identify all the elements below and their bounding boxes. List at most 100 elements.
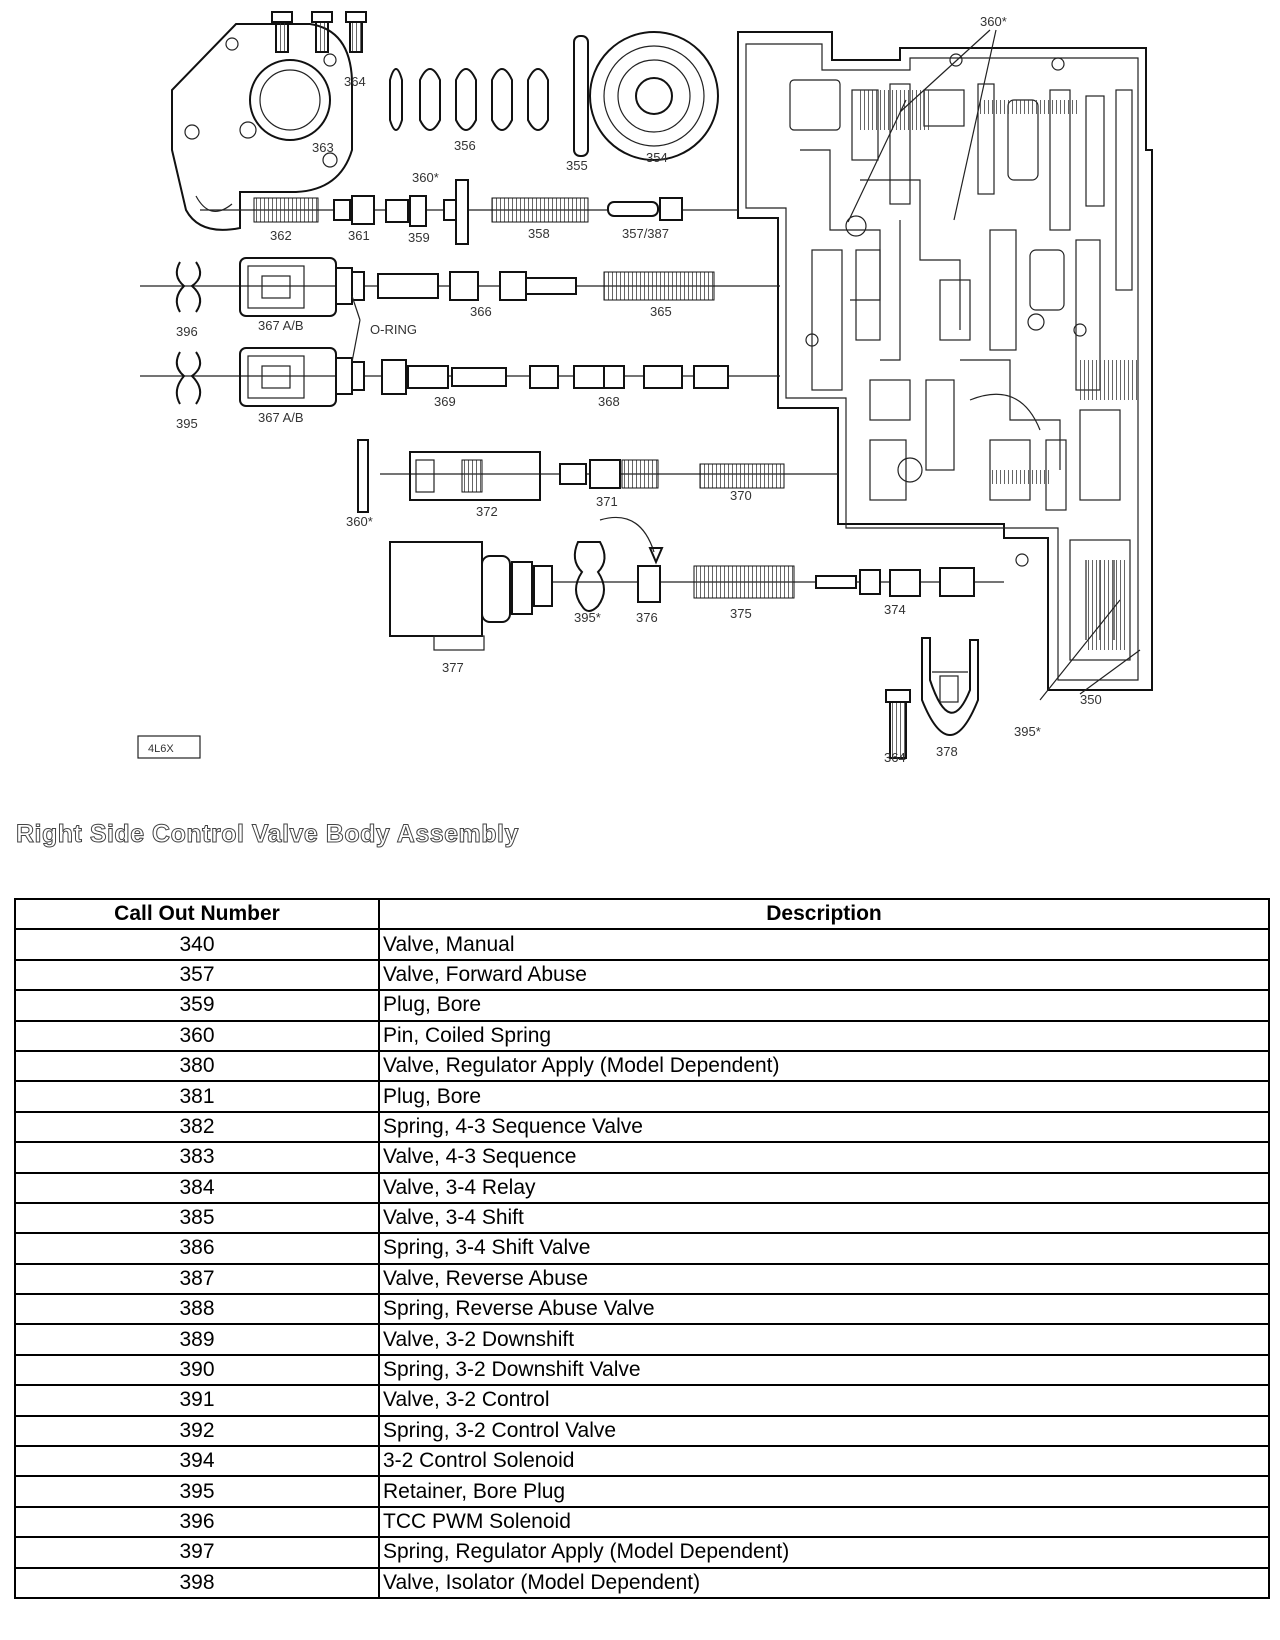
description-cell: Spring, 3-2 Control Valve — [378, 1414, 1270, 1448]
valve-row-2 — [140, 257, 780, 317]
svg-text:354: 354 — [646, 150, 668, 165]
svg-text:357/387: 357/387 — [622, 226, 669, 241]
callout-number-cell: 384 — [14, 1171, 380, 1204]
svg-text:374: 374 — [884, 602, 906, 617]
callout-number-cell: 390 — [14, 1353, 380, 1387]
svg-text:362: 362 — [270, 228, 292, 243]
callout-number-cell: 357 — [14, 958, 380, 992]
svg-text:358: 358 — [528, 226, 550, 241]
pin-355 — [573, 35, 589, 157]
svg-text:363: 363 — [312, 140, 334, 155]
description-cell: Plug, Bore — [378, 989, 1270, 1022]
svg-text:366: 366 — [470, 304, 492, 319]
bolts-364 — [271, 11, 367, 53]
svg-text:367 A/B: 367 A/B — [258, 410, 304, 425]
header-description: Description — [378, 897, 1270, 931]
svg-text:360*: 360* — [346, 514, 373, 529]
description-cell: Retainer, Bore Plug — [378, 1475, 1270, 1508]
svg-text:360*: 360* — [980, 14, 1007, 29]
description-cell: Valve, 3-4 Shift — [378, 1201, 1270, 1235]
valve-row-1 — [200, 179, 738, 245]
description-cell: Pin, Coiled Spring — [378, 1019, 1270, 1052]
svg-text:395*: 395* — [1014, 724, 1041, 739]
svg-text:367 A/B: 367 A/B — [258, 318, 304, 333]
svg-text:395*: 395* — [574, 610, 601, 625]
callout-number-cell: 398 — [14, 1566, 380, 1599]
description-cell: Valve, Forward Abuse — [378, 958, 1270, 992]
description-cell: Valve, Isolator (Model Dependent) — [378, 1566, 1270, 1599]
svg-text:395: 395 — [176, 416, 198, 431]
svg-text:364: 364 — [884, 750, 906, 765]
exploded-view-diagram: 360* 364 363 356 355 354 360* 362 361 35… — [0, 0, 1280, 790]
svg-text:370: 370 — [730, 488, 752, 503]
model-badge: 4L6X — [137, 735, 201, 759]
figure-caption: Right Side Control Valve Body Assembly — [16, 820, 519, 849]
bolt-364-bottom — [885, 689, 911, 759]
description-cell: Spring, 3-2 Downshift Valve — [378, 1353, 1270, 1387]
svg-text:350: 350 — [1080, 692, 1102, 707]
callout-number-cell: 387 — [14, 1262, 380, 1296]
callout-number-cell: 359 — [14, 989, 380, 1022]
svg-text:376: 376 — [636, 610, 658, 625]
valve-row-3 — [140, 347, 780, 407]
svg-text:378: 378 — [936, 744, 958, 759]
svg-text:365: 365 — [650, 304, 672, 319]
table-header-row: Call Out Number Description — [14, 897, 1270, 931]
spring-356 — [389, 68, 549, 131]
callout-number-cell: 396 — [14, 1505, 380, 1539]
callout-number-cell: 381 — [14, 1080, 380, 1113]
callout-number-cell: 395 — [14, 1475, 380, 1508]
description-cell: Spring, Regulator Apply (Model Dependent… — [378, 1536, 1270, 1569]
callout-number-cell: 394 — [14, 1445, 380, 1478]
description-cell: Valve, Reverse Abuse — [378, 1262, 1270, 1296]
svg-text:361: 361 — [348, 228, 370, 243]
leader-lines — [351, 29, 1141, 701]
callout-number-cell: 388 — [14, 1293, 380, 1326]
description-cell: Spring, 3-4 Shift Valve — [378, 1232, 1270, 1265]
svg-text:396: 396 — [176, 324, 198, 339]
callout-number-cell: 382 — [14, 1110, 380, 1144]
callout-number-cell: 392 — [14, 1414, 380, 1448]
description-cell: Spring, 4-3 Sequence Valve — [378, 1110, 1270, 1144]
description-cell: TCC PWM Solenoid — [378, 1505, 1270, 1539]
callout-number-cell: 340 — [14, 928, 380, 961]
callout-number-cell: 360 — [14, 1019, 380, 1052]
svg-text:356: 356 — [454, 138, 476, 153]
valve-row-5 — [389, 516, 1004, 651]
svg-text:4L6X: 4L6X — [148, 743, 174, 755]
valve-row-4 — [357, 439, 838, 513]
svg-text:369: 369 — [434, 394, 456, 409]
svg-text:O-RING: O-RING — [370, 322, 417, 337]
svg-text:360*: 360* — [412, 170, 439, 185]
svg-text:364: 364 — [344, 74, 366, 89]
bracket-378 — [921, 637, 979, 736]
header-callout-number: Call Out Number — [14, 897, 380, 931]
description-cell: Valve, Regulator Apply (Model Dependent) — [378, 1049, 1270, 1083]
callout-number-cell: 386 — [14, 1232, 380, 1265]
svg-text:375: 375 — [730, 606, 752, 621]
callout-number-cell: 385 — [14, 1201, 380, 1235]
description-cell: Valve, 3-2 Downshift — [378, 1323, 1270, 1356]
cover-plate-363 — [171, 23, 353, 231]
callout-number-cell: 389 — [14, 1323, 380, 1356]
description-cell: Plug, Bore — [378, 1080, 1270, 1113]
callout-number-cell: 391 — [14, 1384, 380, 1417]
valve-body — [737, 31, 1153, 691]
